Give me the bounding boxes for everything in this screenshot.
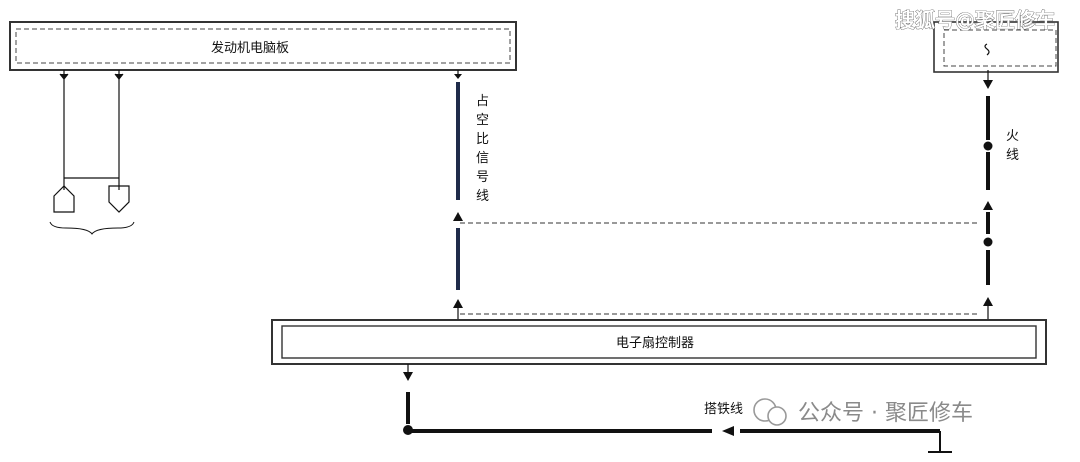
svg-text:公众号 · 聚匠修车: 公众号 · 聚匠修车 (798, 401, 973, 426)
fuse-icon (984, 43, 990, 56)
connector-down-icon (108, 185, 130, 213)
svg-text:信: 信 (476, 151, 489, 166)
svg-text:火: 火 (1006, 129, 1019, 144)
duty-signal-label: 占 空 比 信 号 线 (476, 94, 489, 204)
connector-up-icon (53, 185, 75, 213)
watermark-top: 搜狐号@聚匠修车 (895, 8, 1055, 32)
dashed-links (460, 222, 980, 315)
svg-text:空: 空 (476, 113, 489, 128)
svg-text:号: 号 (476, 170, 489, 185)
ecu-box: 发动机电脑板 (9, 21, 517, 71)
ecu-label: 发动机电脑板 (211, 40, 289, 56)
fan-controller-label: 电子扇控制器 (616, 335, 694, 351)
svg-text:线: 线 (476, 189, 489, 204)
fuse-box: 搜狐号@聚匠修车 (895, 8, 1059, 73)
live-wire (983, 70, 993, 320)
svg-text:占: 占 (476, 94, 489, 109)
watermark-bottom: 公众号 · 聚匠修车 (753, 398, 973, 426)
fan-controller-box: 电子扇控制器 (271, 319, 1047, 365)
svg-text:比: 比 (476, 132, 489, 147)
ground-wire (403, 364, 952, 453)
live-wire-label: 火 线 (1006, 129, 1019, 163)
ground-wire-label: 搭铁线 (704, 401, 743, 417)
duty-signal-wire (453, 70, 463, 320)
svg-text:线: 线 (1006, 148, 1019, 163)
sensor-connectors (49, 70, 135, 235)
